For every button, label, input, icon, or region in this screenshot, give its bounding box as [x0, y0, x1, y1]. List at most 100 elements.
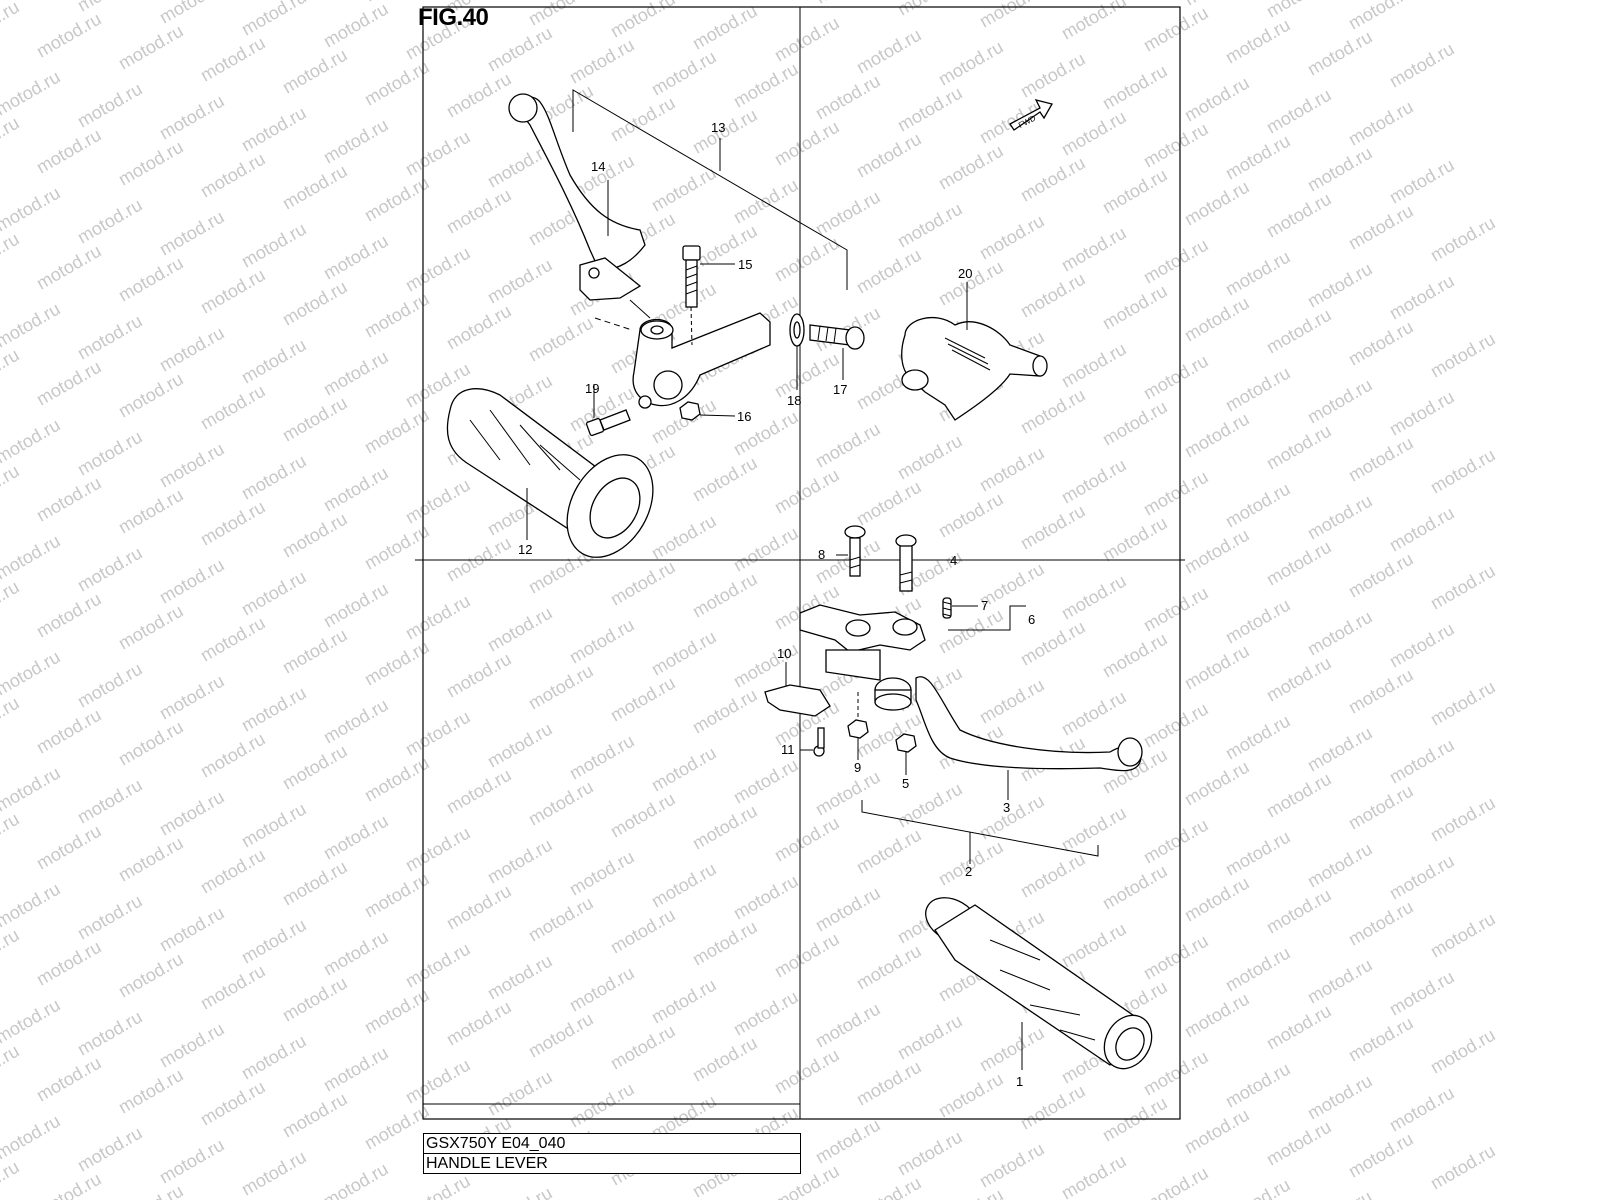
watermark-text: motod.ru — [1386, 503, 1458, 556]
watermark-text: motod.ru — [1222, 1059, 1294, 1112]
watermark-text: motod.ru — [484, 255, 556, 308]
watermark-text: motod.ru — [1345, 1129, 1417, 1182]
watermark-text: motod.ru — [402, 707, 474, 760]
watermark-text: motod.ru — [1181, 1105, 1253, 1158]
watermark-text: motod.ru — [279, 857, 351, 910]
watermark-text: motod.ru — [279, 45, 351, 98]
watermark-text: motod.ru — [197, 729, 269, 782]
watermark-text: motod.ru — [1222, 943, 1294, 996]
watermark-text: motod.ru — [320, 463, 392, 516]
watermark-text: motod.ru — [320, 811, 392, 864]
watermark-text: motod.ru — [443, 997, 515, 1050]
watermark-text: motod.ru — [1222, 363, 1294, 416]
watermark-text: motod.ru — [853, 941, 925, 994]
watermark-text: motod.ru — [1017, 385, 1089, 438]
watermark-text: motod.ru — [1427, 561, 1499, 614]
watermark-text: motod.ru — [1222, 131, 1294, 184]
watermark-text: motod.ru — [156, 1135, 228, 1188]
watermark-text: motod.ru — [812, 0, 884, 7]
watermark-text: motod.ru — [1386, 155, 1458, 208]
watermark-text: motod.ru — [238, 1147, 310, 1200]
watermark-text: motod.ru — [1304, 723, 1376, 776]
watermark-text: motod.ru — [361, 753, 433, 806]
watermark-text: motod.ru — [156, 439, 228, 492]
watermark-text: motod.ru — [1427, 677, 1499, 730]
watermark-text: motod.ru — [1181, 757, 1253, 810]
watermark-text: motod.ru — [115, 369, 187, 422]
watermark-text: motod.ru — [730, 59, 802, 112]
watermark-text: motod.ru — [1345, 781, 1417, 834]
watermark-text: motod.ru — [1099, 861, 1171, 914]
front-brake-lever-group — [446, 89, 1048, 558]
watermark-text: motod.ru — [1263, 85, 1335, 138]
watermark-text: motod.ru — [238, 219, 310, 272]
watermark-text: motod.ru — [1181, 989, 1253, 1042]
watermark-text: motod.ru — [771, 349, 843, 402]
watermark-text: motod.ru — [566, 963, 638, 1016]
watermark-text: motod.ru — [156, 555, 228, 608]
watermark-text: motod.ru — [402, 823, 474, 876]
callout-4: 4 — [950, 553, 957, 568]
watermark-text: motod.ru — [279, 393, 351, 446]
watermark-text: motod.ru — [238, 103, 310, 156]
watermark-text: motod.ru — [1386, 271, 1458, 324]
watermark-text: motod.ru — [566, 1079, 638, 1132]
watermark-text: motod.ru — [1099, 165, 1171, 218]
watermark-text: motod.ru — [525, 661, 597, 714]
watermark-text: motod.ru — [156, 323, 228, 376]
watermark-text: motod.ru — [33, 9, 105, 62]
watermark-text: motod.ru — [1222, 595, 1294, 648]
watermark-text: motod.ru — [976, 675, 1048, 728]
watermark-text: motod.ru — [1345, 97, 1417, 150]
watermark-text: motod.ru — [115, 717, 187, 770]
watermark-text: motod.ru — [1427, 445, 1499, 498]
watermark-text: motod.ru — [74, 1123, 146, 1176]
callout-14: 14 — [591, 159, 605, 174]
watermark-text: motod.ru — [976, 211, 1048, 264]
watermark-text: motod.ru — [156, 1019, 228, 1072]
watermark-text: motod.ru — [1058, 687, 1130, 740]
watermark-text: motod.ru — [1304, 1187, 1376, 1200]
watermark-text: motod.ru — [197, 381, 269, 434]
watermark-text: motod.ru — [1345, 665, 1417, 718]
watermark-text: motod.ru — [853, 25, 925, 78]
watermark-text: motod.ru — [33, 1169, 105, 1200]
watermark-text: motod.ru — [1017, 269, 1089, 322]
watermark-text: motod.ru — [484, 23, 556, 76]
watermark-text: motod.ru — [238, 0, 310, 39]
watermark-text: motod.ru — [894, 199, 966, 252]
watermark-text: motod.ru — [935, 141, 1007, 194]
watermark-text: motod.ru — [1304, 607, 1376, 660]
watermark-text: motod.ru — [730, 755, 802, 808]
watermark-text: motod.ru — [525, 313, 597, 366]
watermark-text: motod.ru — [320, 579, 392, 632]
watermark-text: motod.ru — [0, 995, 64, 1048]
watermark-text: motod.ru — [935, 1185, 1007, 1200]
watermark-text: motod.ru — [812, 71, 884, 124]
watermark-text: motod.ru — [0, 647, 64, 700]
watermark-text: motod.ru — [0, 183, 64, 236]
watermark-text: motod.ru — [0, 299, 64, 352]
watermark-text: motod.ru — [115, 137, 187, 190]
watermark-text: motod.ru — [115, 1065, 187, 1118]
watermark-text: motod.ru — [525, 777, 597, 830]
watermark-text: motod.ru — [1386, 387, 1458, 440]
watermark-text: motod.ru — [935, 257, 1007, 310]
watermark-text: motod.ru — [1140, 1047, 1212, 1100]
watermark-text: motod.ru — [0, 113, 23, 166]
clutch-lever-group — [764, 525, 1153, 1070]
watermark-text: motod.ru — [566, 615, 638, 668]
watermark-text: motod.ru — [976, 1023, 1048, 1076]
watermark-text: motod.ru — [689, 801, 761, 854]
watermark-text: motod.ru — [279, 1089, 351, 1142]
watermark-text: motod.ru — [1140, 467, 1212, 520]
watermark-text: motod.ru — [894, 0, 966, 19]
watermark-text: motod.ru — [320, 347, 392, 400]
watermark-text: motod.ru — [74, 311, 146, 364]
watermark-text: motod.ru — [853, 129, 925, 182]
watermark-text: motod.ru — [1263, 653, 1335, 706]
watermark-text: motod.ru — [484, 1183, 556, 1200]
watermark-text: motod.ru — [361, 521, 433, 574]
watermark-text: motod.ru — [279, 973, 351, 1026]
